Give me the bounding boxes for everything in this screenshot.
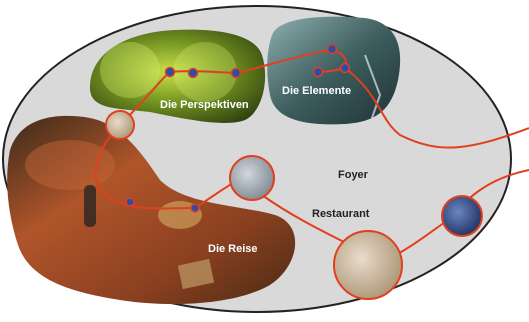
thumbnail-foyer-model[interactable] — [230, 156, 274, 200]
thumbnail-exit[interactable] — [442, 196, 482, 236]
blue-dot-icon[interactable] — [166, 68, 175, 77]
blue-dot-icon[interactable] — [328, 45, 337, 54]
label-foyer: Foyer — [338, 169, 369, 181]
blue-dot-icon[interactable] — [341, 64, 350, 73]
blue-dot-icon[interactable] — [126, 198, 134, 206]
label-die-elemente: Die Elemente — [282, 85, 351, 97]
label-restaurant: Restaurant — [312, 208, 370, 220]
blue-dot-icon[interactable] — [189, 69, 198, 78]
blue-dot-icon[interactable] — [191, 204, 199, 212]
label-die-perspektiven: Die Perspektiven — [160, 99, 249, 111]
reise-rock-highlight — [25, 140, 115, 190]
blue-dot-icon[interactable] — [314, 68, 323, 77]
reise-figure — [84, 185, 96, 227]
thumbnail-restaurant[interactable] — [334, 231, 402, 299]
perspektiven-lens — [100, 42, 160, 98]
blue-dot-icon[interactable] — [232, 69, 241, 78]
thumbnail-perspektiven-entry[interactable] — [106, 111, 134, 139]
label-die-reise: Die Reise — [208, 243, 258, 255]
